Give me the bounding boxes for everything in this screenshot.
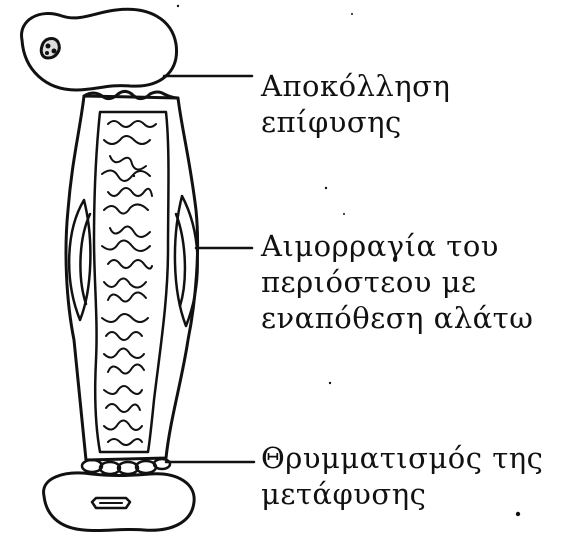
label-line: περιόστεου με — [261, 264, 533, 300]
epiphysis-top — [22, 9, 177, 90]
nucleus-spot — [41, 39, 59, 58]
bone-shaft — [66, 91, 198, 460]
metaphysis-fragments — [82, 459, 170, 474]
label-line: επίφυσης — [261, 104, 450, 140]
label-metaphysis-comminution: Θρυμματισμός της μετάφυσης — [261, 440, 543, 512]
epiphysis-bottom — [44, 473, 195, 531]
label-periosteal-hemorrhage: Αιμορραγία του περιόστεου με εναπόθεση α… — [261, 228, 533, 336]
label-line: εναπόθεση αλάτω — [261, 300, 533, 336]
label-epiphysis-detachment: Αποκόλληση επίφυσης — [261, 68, 450, 140]
label-line: Αποκόλληση — [261, 68, 450, 104]
cancellous-texture — [102, 121, 156, 445]
label-line: Αιμορραγία του — [261, 228, 533, 264]
label-line: Θρυμματισμός της — [261, 440, 543, 476]
label-line: μετάφυσης — [261, 476, 543, 512]
leader-lines — [164, 76, 254, 462]
